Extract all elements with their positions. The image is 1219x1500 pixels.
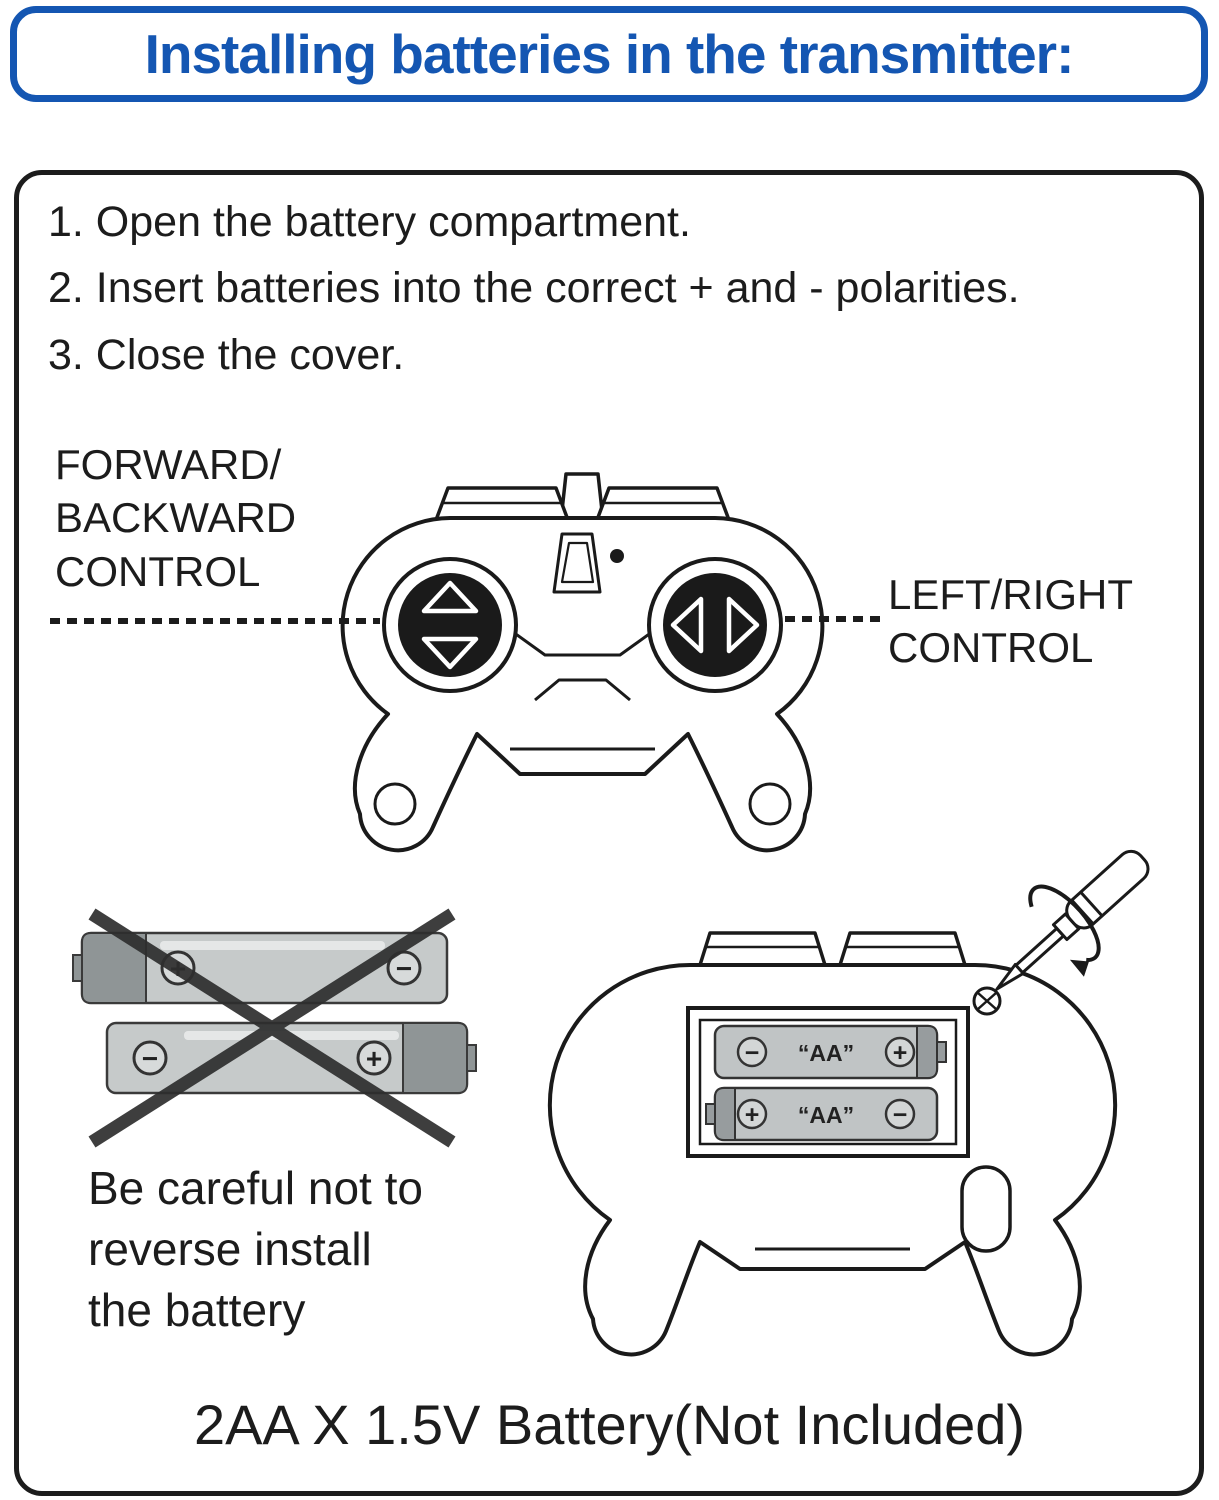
- caution-text: Be careful not to reverse install the ba…: [88, 1162, 423, 1337]
- minus-terminal: −: [396, 953, 412, 984]
- minus-terminal: −: [745, 1039, 760, 1067]
- aa-battery-slot-top: − “AA” +: [713, 1024, 947, 1080]
- leader-line-right: [785, 616, 880, 622]
- leader-line-left: [50, 618, 380, 624]
- instruction-step-3: 3. Close the cover.: [48, 330, 405, 379]
- aa-battery-top: + −: [72, 931, 449, 1005]
- instructions-list: 1. Open the battery compartment. 2. Inse…: [48, 198, 1188, 380]
- instruction-step-1: 1. Open the battery compartment.: [48, 198, 691, 246]
- plus-terminal: +: [745, 1101, 760, 1129]
- title-box: Installing batteries in the transmitter:: [10, 6, 1208, 102]
- aa-battery-slot-bottom: + “AA” −: [705, 1086, 939, 1142]
- screw-icon: [972, 986, 1002, 1016]
- battery-compartment: − “AA” + + “AA” −: [686, 1006, 970, 1158]
- cross-out-mark: [88, 908, 456, 1148]
- instruction-step-2: 2. Insert batteries into the correct + a…: [48, 264, 1020, 313]
- page-title: Installing batteries in the transmitter:: [144, 23, 1075, 85]
- label-left-right-control: LEFT/RIGHT CONTROL: [888, 571, 1134, 672]
- minus-terminal: −: [893, 1101, 908, 1129]
- battery-cell-label: “AA”: [798, 1040, 854, 1066]
- right-shoulder-button: [838, 931, 967, 967]
- antenna-housing-bump: [960, 1165, 1012, 1253]
- battery-note: 2AA X 1.5V Battery(Not Included): [193, 1393, 1026, 1456]
- forward-backward-stick: [382, 557, 518, 693]
- power-led-dot: [610, 549, 624, 563]
- plus-terminal: +: [893, 1039, 908, 1067]
- transmitter-front-diagram: [340, 472, 825, 853]
- plus-terminal: +: [366, 1043, 382, 1074]
- grip-tip-right: [748, 782, 792, 826]
- left-right-stick: [647, 557, 783, 693]
- transmitter-back-diagram: − “AA” + + “AA” −: [547, 849, 1150, 1357]
- crossed-batteries-diagram: + − − +: [72, 908, 477, 1148]
- label-forward-backward-control: FORWARD/ BACKWARD CONTROL: [55, 441, 297, 595]
- grip-tip-left: [373, 782, 417, 826]
- minus-terminal: −: [142, 1043, 158, 1074]
- battery-cell-label: “AA”: [798, 1102, 854, 1128]
- antenna-stub: [559, 472, 605, 522]
- rotation-arrow-icon: [1028, 884, 1101, 977]
- left-shoulder-button: [698, 931, 827, 967]
- screwdriver-icon: [995, 849, 1150, 991]
